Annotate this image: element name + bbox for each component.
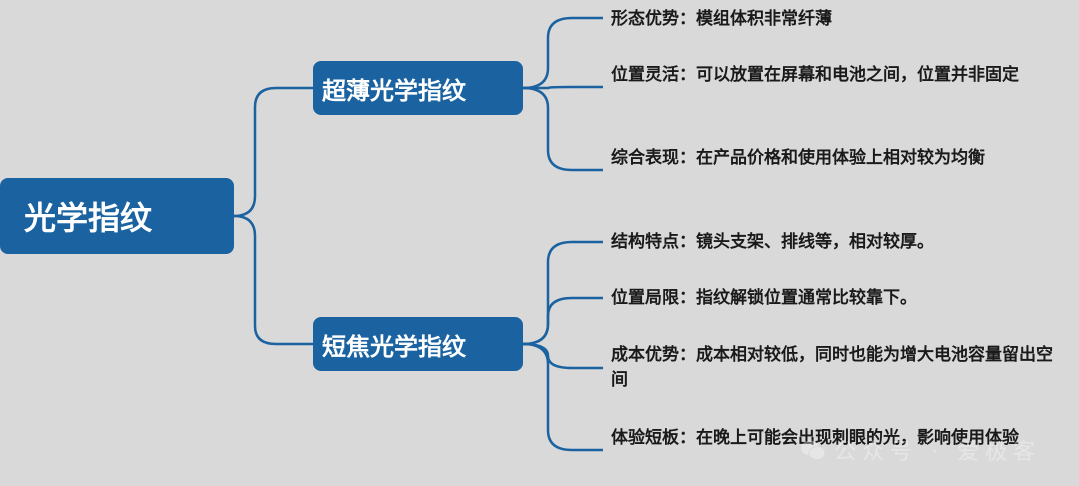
leaf-overall-performance: 综合表现：在产品价格和使用体验上相对较为均衡: [611, 148, 985, 168]
wechat-icon: [801, 440, 826, 460]
leaf-form-advantage: 形态优势：模组体积非常纤薄: [611, 9, 832, 29]
connector-branch-1-leaf-1: [522, 296, 603, 346]
branch-node-ultrathin[interactable]: 超薄光学指纹: [313, 61, 523, 115]
root-node[interactable]: 光学指纹: [0, 178, 234, 254]
root-node-label: 光学指纹: [24, 199, 153, 237]
leaf-cost-advantage: 成本优势：成本相对较低，同时也能为增大电池容量留出空间: [611, 345, 1053, 390]
leaf-experience-shortcoming: 体验短板：在晚上可能会出现刺眼的光，影响使用体验: [611, 428, 1019, 448]
watermark: 公众号 · 爱极客: [800, 430, 1041, 470]
leaf-flexible-position: 位置灵活：可以放置在屏幕和电池之间，位置并非固定: [611, 65, 1019, 85]
branch-node-label: 超薄光学指纹: [322, 76, 466, 105]
connector-root-branch-1: [233, 214, 313, 346]
leaf-structure-feature: 结构特点：镜头支架、排线等，相对较厚。: [611, 232, 934, 252]
connector-root-branch-0: [233, 86, 313, 218]
connector-branch-1-leaf-2: [522, 342, 603, 370]
connector-branch-0-leaf-0: [522, 16, 603, 90]
leaf-position-limit: 位置局限：指纹解锁位置通常比较靠下。: [611, 288, 917, 308]
branch-node-shortfocus[interactable]: 短焦光学指纹: [313, 317, 523, 371]
watermark-text: 公众号 · 爱极客: [834, 440, 1041, 465]
branch-node-label: 短焦光学指纹: [322, 332, 466, 361]
connector-branch-0-leaf-2: [522, 86, 603, 172]
connector-branch-1-leaf-3: [522, 342, 603, 452]
connector-branch-1-leaf-0: [522, 240, 603, 346]
connector-branch-0-leaf-1: [522, 85, 603, 90]
